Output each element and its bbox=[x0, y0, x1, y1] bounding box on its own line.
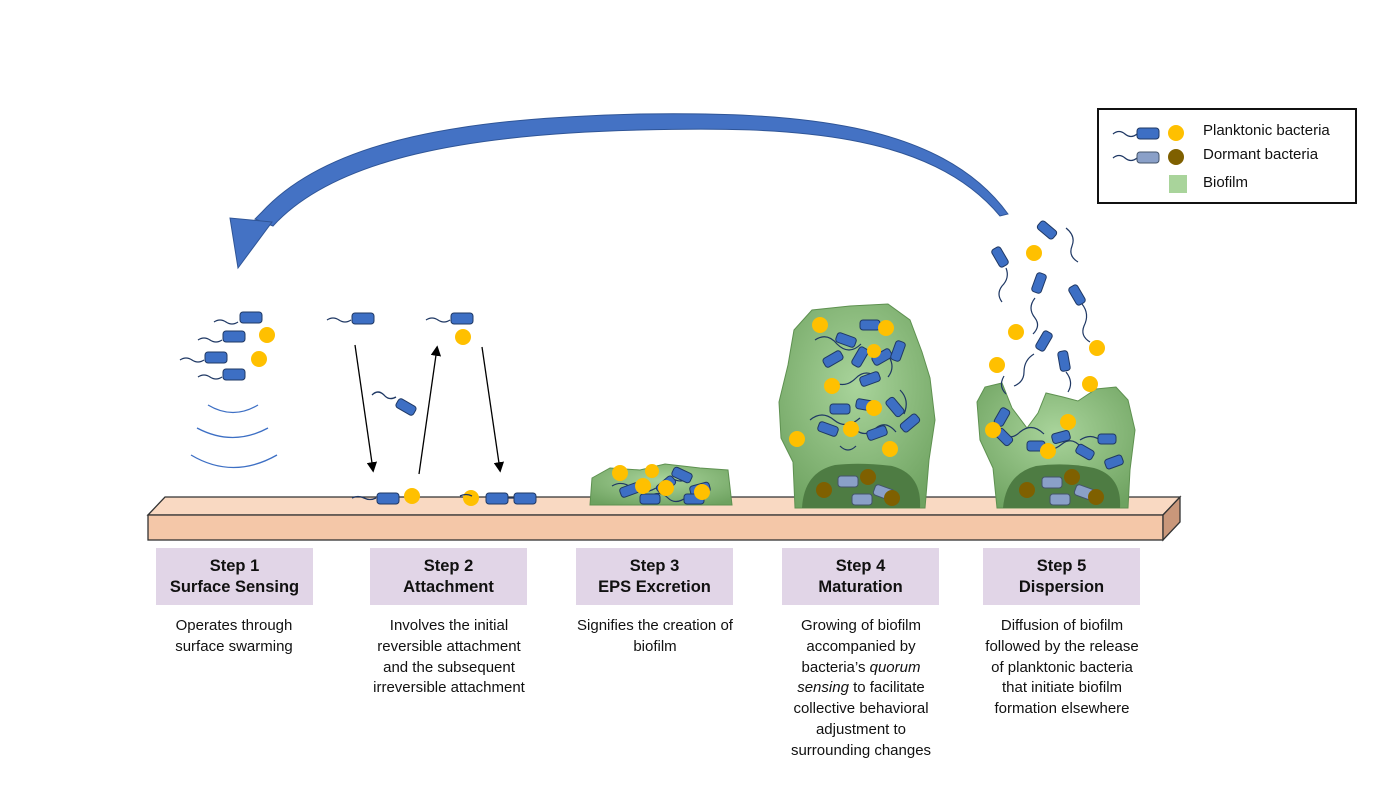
step3-title: Step 3 bbox=[629, 557, 680, 575]
step4-description-italic: quorum sensing bbox=[797, 658, 921, 697]
step2-box: Step 2 Attachment bbox=[370, 548, 527, 605]
step4-box: Step 4 Maturation bbox=[782, 548, 939, 605]
legend-biofilm-label: Biofilm bbox=[1203, 174, 1249, 191]
step5-box: Step 5 Dispersion bbox=[983, 548, 1140, 605]
step5-dispersing-biofilm bbox=[976, 220, 1136, 509]
step1-name: Surface Sensing bbox=[169, 578, 300, 596]
legend-dormant-label: Dormant bacteria bbox=[1203, 146, 1319, 163]
step2-title: Step 2 bbox=[423, 557, 474, 575]
step3-description: Signifies the creation of biofilm bbox=[577, 617, 733, 655]
step4-description-post: to facilitate collective behavioral adju… bbox=[790, 679, 932, 759]
step1-title: Step 1 bbox=[209, 557, 260, 575]
step1-swarming-bacteria bbox=[179, 311, 278, 469]
step3-box: Step 3 EPS Excretion bbox=[576, 548, 733, 605]
step4-mature-biofilm bbox=[778, 303, 936, 509]
step5-name: Dispersion bbox=[1018, 578, 1105, 596]
planktonic-bacteria-icon bbox=[1112, 125, 1184, 141]
legend: Planktonic bacteria Dormant bacteria Bio… bbox=[1097, 108, 1357, 204]
biofilm-swatch-icon bbox=[1169, 175, 1187, 193]
step1-box: Step 1 Surface Sensing bbox=[156, 548, 313, 605]
step2-description: Involves the initial reversible attachme… bbox=[373, 617, 525, 697]
cycle-arrow bbox=[229, 113, 1009, 270]
step4-name: Maturation bbox=[818, 578, 903, 596]
step2-attachment-bacteria bbox=[326, 312, 537, 506]
step1-description: Operates through surface swarming bbox=[175, 617, 293, 655]
step3-name: EPS Excretion bbox=[598, 578, 711, 596]
step4-title: Step 4 bbox=[835, 557, 886, 575]
step4-description: Growing of biofilm accompanied by bacter… bbox=[782, 616, 940, 762]
step5-description: Diffusion of biofilm followed by the rel… bbox=[985, 617, 1139, 718]
dormant-bacteria-icon bbox=[1112, 149, 1184, 165]
legend-planktonic-label: Planktonic bacteria bbox=[1203, 122, 1330, 139]
step2-name: Attachment bbox=[403, 578, 494, 596]
step4-description-pre: Growing of biofilm accompanied by bacter… bbox=[800, 617, 922, 676]
step3-eps-biofilm bbox=[589, 463, 733, 506]
step5-title: Step 5 bbox=[1036, 557, 1087, 575]
